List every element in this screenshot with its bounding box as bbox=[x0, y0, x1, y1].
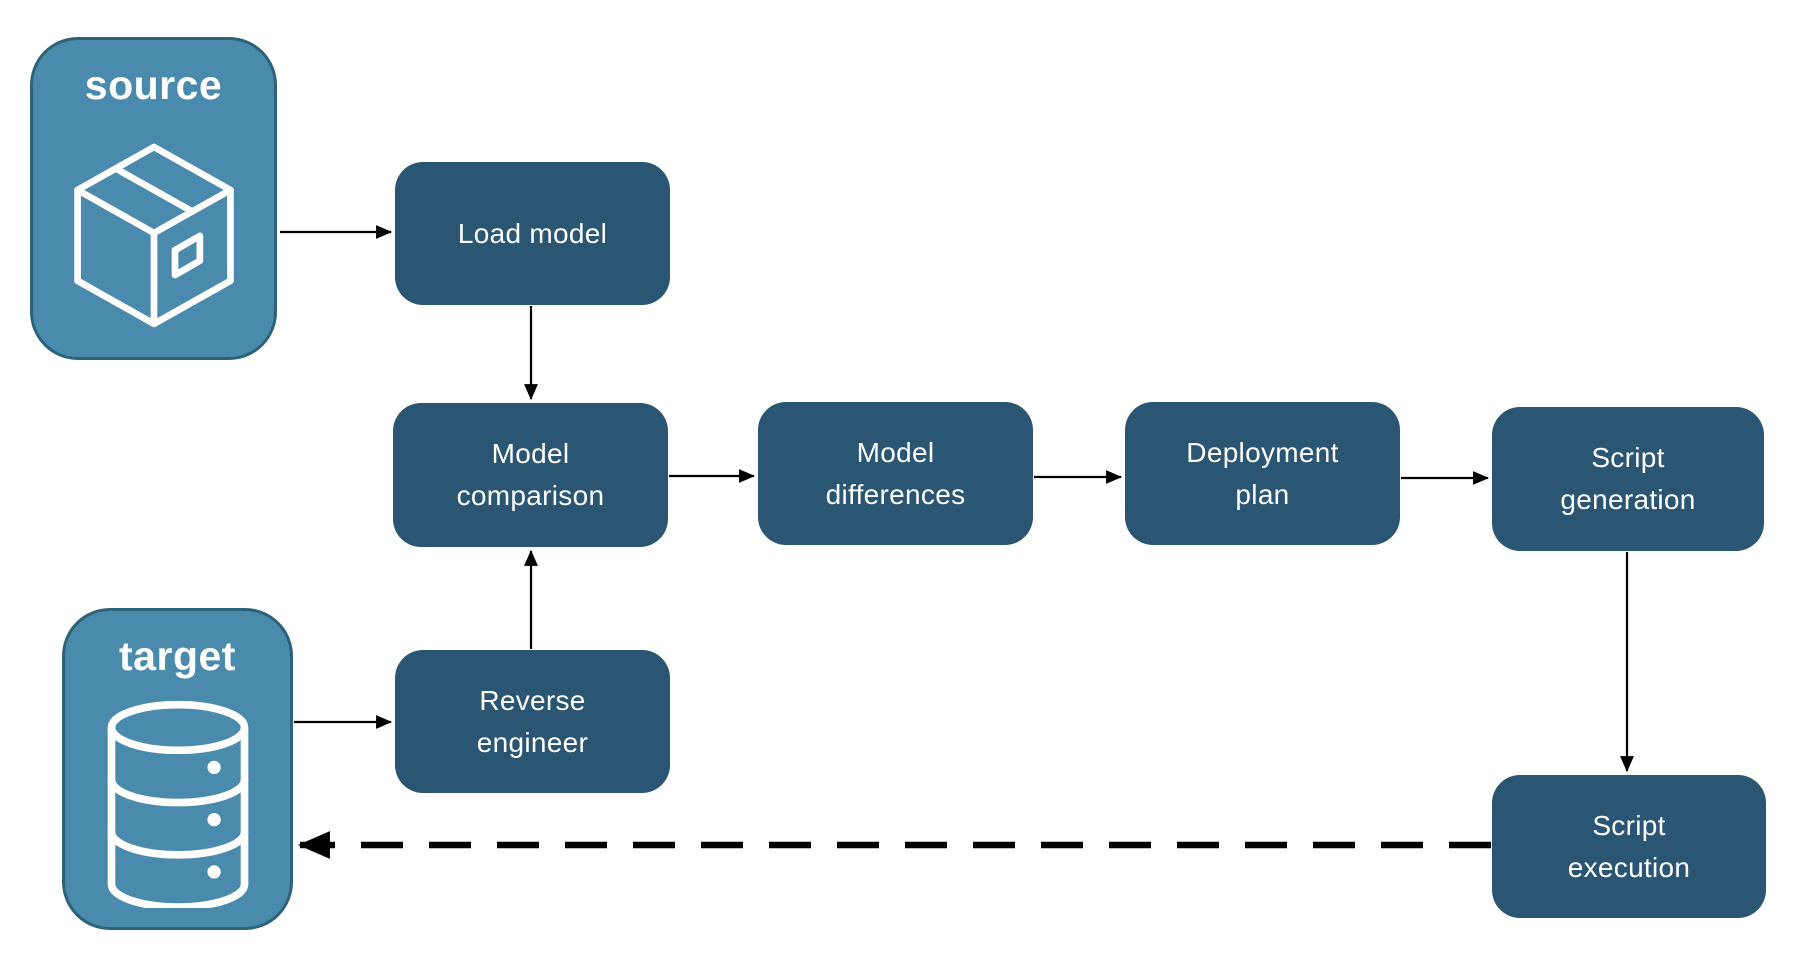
node-label-line: differences bbox=[825, 478, 966, 510]
node-reverse-engineer: Reverse engineer bbox=[395, 650, 670, 793]
node-label-line: engineer bbox=[476, 726, 589, 758]
node-label-line: Script bbox=[1591, 442, 1665, 473]
node-label-line: Load model bbox=[457, 217, 608, 249]
node-deployment-plan: Deployment plan bbox=[1125, 402, 1400, 545]
node-model-differences: Model differences bbox=[758, 402, 1033, 545]
node-script-generation: Script generation bbox=[1492, 407, 1764, 551]
node-load-model: Load model bbox=[395, 162, 670, 305]
endpoint-target: target bbox=[62, 608, 293, 930]
node-label-line: Deployment bbox=[1186, 436, 1339, 468]
endpoint-source: source bbox=[30, 37, 277, 360]
node-label-line: comparison bbox=[456, 480, 605, 511]
node-model-comparison: Model comparison bbox=[393, 403, 668, 547]
node-script-execution: Script execution bbox=[1492, 775, 1766, 918]
node-label-line: execution bbox=[1567, 851, 1691, 883]
node-label-line: Reverse bbox=[479, 684, 586, 716]
target-label: target bbox=[119, 633, 236, 679]
node-label-line: plan bbox=[1235, 478, 1290, 510]
node-label-line: Model bbox=[856, 436, 935, 468]
node-label-line: generation bbox=[1560, 484, 1696, 515]
database-icon bbox=[107, 700, 248, 908]
node-label-line: Model bbox=[491, 438, 570, 469]
source-label: source bbox=[84, 62, 223, 108]
node-label-line: Script bbox=[1592, 809, 1666, 841]
package-icon bbox=[73, 143, 234, 328]
